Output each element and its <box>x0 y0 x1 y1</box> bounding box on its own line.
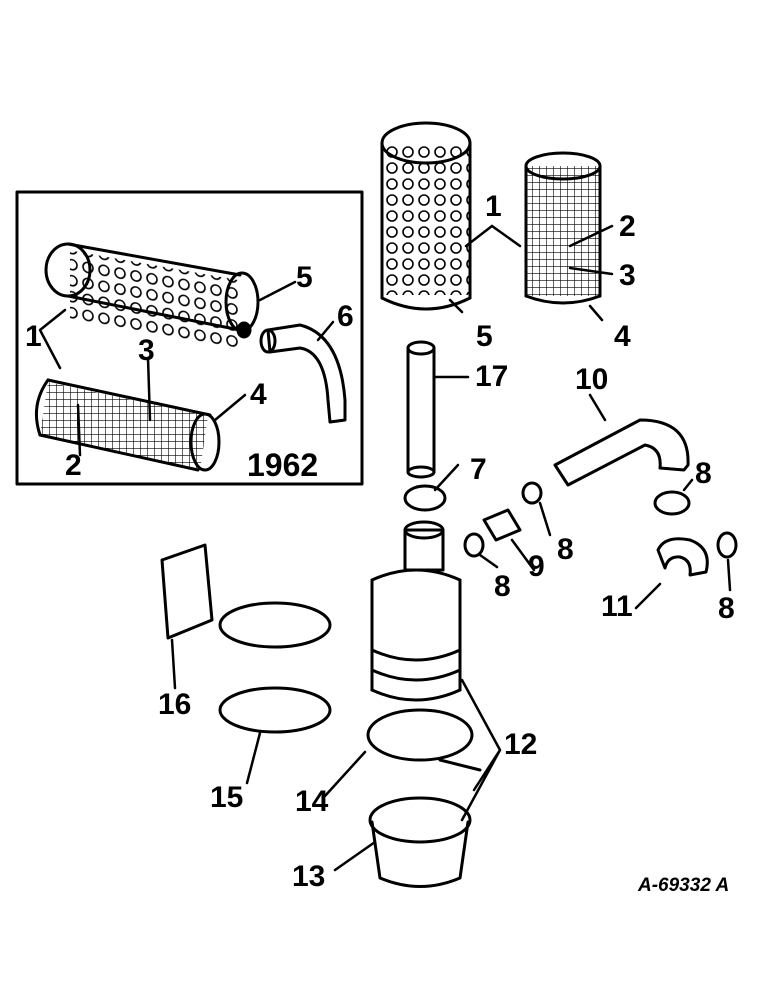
hose-10 <box>553 418 690 487</box>
callout-17: 17 <box>475 360 509 393</box>
tube-17 <box>406 340 436 479</box>
inset-cartridge <box>44 242 260 350</box>
callout-main-2: 2 <box>619 210 636 243</box>
callout-14: 14 <box>295 785 329 818</box>
callout-8b: 8 <box>557 533 574 566</box>
cup-13 <box>368 796 472 888</box>
cleaner-body <box>370 520 462 702</box>
callout-8d: 8 <box>718 592 735 625</box>
callout-inset-3: 3 <box>138 334 155 367</box>
bracket-upper <box>218 601 332 649</box>
callout-7: 7 <box>470 453 487 486</box>
callout-main-5: 5 <box>476 320 493 353</box>
inset-year-label: 1962 <box>247 447 319 483</box>
clamp-7 <box>403 484 447 512</box>
callout-inset-2: 2 <box>65 449 82 482</box>
main-screen <box>524 151 602 305</box>
callout-9: 9 <box>528 550 545 583</box>
main-cartridge <box>380 121 472 311</box>
callout-inset-4: 4 <box>250 378 267 411</box>
callout-inset-5: 5 <box>296 261 313 294</box>
callout-main-1: 1 <box>485 190 502 223</box>
callout-15: 15 <box>210 781 244 814</box>
callout-10: 10 <box>575 363 609 396</box>
callout-main-4: 4 <box>614 320 631 353</box>
callout-16: 16 <box>158 688 192 721</box>
elbow-11 <box>656 537 709 577</box>
sleeve-9 <box>482 508 522 542</box>
plate-16 <box>160 543 214 640</box>
band-14 <box>366 708 474 762</box>
callout-8c: 8 <box>494 570 511 603</box>
inset-screen <box>34 378 221 472</box>
callout-8a: 8 <box>695 457 712 490</box>
callout-12: 12 <box>504 728 538 761</box>
inset-frame <box>15 190 364 486</box>
drawing-code: A-69332 A <box>638 875 730 896</box>
callout-11: 11 <box>601 590 633 623</box>
bracket-lower <box>218 686 332 734</box>
callout-13: 13 <box>292 860 326 893</box>
callout-inset-1: 1 <box>25 320 42 353</box>
callout-inset-6: 6 <box>337 300 354 333</box>
callout-main-3: 3 <box>619 259 636 292</box>
inset-elbow <box>266 323 347 424</box>
